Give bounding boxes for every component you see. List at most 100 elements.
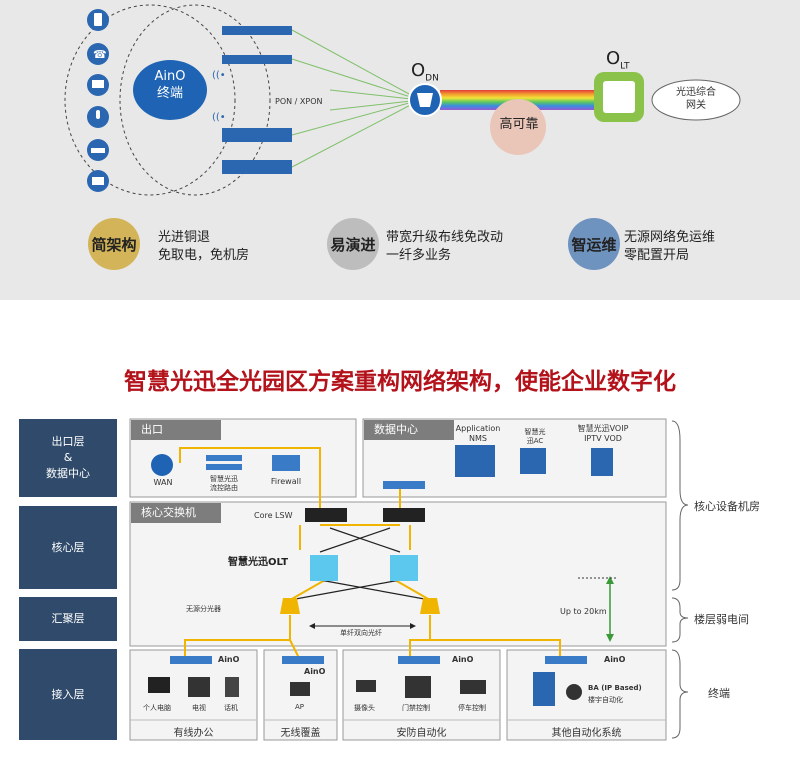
high-reliability-badge xyxy=(490,99,546,155)
gear-icon xyxy=(566,684,582,700)
brace-floor-room xyxy=(671,597,689,643)
feature-badge-evolve: 易演进 xyxy=(327,218,379,270)
aino-terminal-label: AinO 终端 xyxy=(133,68,207,102)
tv-icon xyxy=(188,677,210,697)
core-switch-left-icon xyxy=(305,508,347,522)
olt-device-left-icon xyxy=(310,555,338,581)
layer-exit-datacenter: 出口层 & 数据中心 xyxy=(19,419,117,497)
layer-exit-line3: 数据中心 xyxy=(46,467,90,480)
core-group-title: 核心交换机 xyxy=(131,503,221,523)
brace-terminal xyxy=(671,649,689,739)
telephone-icon xyxy=(87,43,109,65)
caption-security: 安防自动化 xyxy=(396,728,447,739)
olt-device-right-icon xyxy=(390,555,418,581)
voip-device-icon xyxy=(591,448,613,476)
core-switch-right-icon xyxy=(383,508,425,522)
voip-label-line1: 智慧光迅VOIP xyxy=(577,424,629,433)
svg-text:((•: ((• xyxy=(212,70,226,81)
voip-label: 智慧光迅VOIP IPTV VOD xyxy=(565,424,641,444)
yellow-fiber-lines xyxy=(179,447,561,661)
ap-label: AP xyxy=(295,703,305,711)
dashed-ellipse-right xyxy=(119,4,271,196)
access-control-label: 门禁控制 xyxy=(402,704,430,712)
router-label-line2: 流控路由 xyxy=(210,484,238,492)
ac-chip-icon xyxy=(520,448,546,474)
firewall-label: Firewall xyxy=(270,477,302,486)
pc-label: 个人电脑 xyxy=(143,704,171,712)
feature-simple-line2: 免取电，免机房 xyxy=(158,248,250,263)
access-control-icon xyxy=(405,676,431,698)
layer-access: 接入层 xyxy=(19,649,117,740)
ac-label-line1: 智慧光 xyxy=(524,428,546,436)
cloud-label-line2: 网关 xyxy=(686,100,706,111)
ac-label-line2: 迅AC xyxy=(526,437,544,445)
feature-badge-smart: 智运维 xyxy=(568,218,620,270)
aino-bar-wired xyxy=(170,656,212,664)
exit-group-title: 出口 xyxy=(131,420,221,440)
splitter-right-icon xyxy=(420,598,440,614)
feature-smart-line1: 无源网络免运维 xyxy=(624,230,716,245)
core-lsw-label: Core LSW xyxy=(254,511,293,520)
caption-wired: 有线办公 xyxy=(173,728,214,739)
parking-label: 停车控制 xyxy=(458,704,486,712)
top-diagram: ☎ ((• ((• xyxy=(64,4,741,196)
layer-exit-line2: & xyxy=(63,451,73,464)
desk-phone-icon xyxy=(225,677,239,697)
dc-switch-icon xyxy=(383,481,425,489)
dc-group-title: 数据中心 xyxy=(364,420,454,440)
green-fiber-lines xyxy=(291,29,421,168)
splitter-label: 无源分光器 xyxy=(186,605,221,613)
feature-evolve-line2: 一纤多业务 xyxy=(386,248,452,263)
router-label-line1: 智慧光迅 xyxy=(210,475,238,483)
feature-text-simple: 光进铜退 免取电，免机房 xyxy=(158,229,249,265)
firewall-icon xyxy=(272,455,300,471)
feature-badge-simple: 简架构 xyxy=(88,218,140,270)
aino-label-wired: AinO xyxy=(218,655,240,664)
cloud-icon xyxy=(651,79,741,121)
feature-evolve-line1: 带宽升级布线免改动 xyxy=(386,230,504,245)
olt-label: OLT xyxy=(606,48,629,72)
pon-label: PON / XPON xyxy=(275,97,323,106)
aino-bar-other xyxy=(545,656,587,664)
ac-label: 智慧光 迅AC xyxy=(515,428,555,446)
odn-main: O xyxy=(411,60,426,81)
core-cross-lines xyxy=(289,527,431,601)
aino-label-security: AinO xyxy=(452,655,474,664)
voip-label-line2: IPTV VOD xyxy=(584,434,622,443)
high-reliability-text: 高可靠 xyxy=(499,117,539,132)
building-icon xyxy=(533,672,555,706)
app-label-line1: Application xyxy=(455,424,501,433)
building-automation-label: 楼宇自动化 xyxy=(588,696,623,704)
app-label: Application NMS xyxy=(448,424,508,444)
svg-text:((•: ((• xyxy=(212,112,226,123)
app-server-icon xyxy=(455,445,495,477)
aino-label-wireless: AinO xyxy=(304,667,326,676)
aino-label-line2: 终端 xyxy=(156,86,183,101)
caption-other: 其他自动化系统 xyxy=(551,728,622,739)
odn-sub: DN xyxy=(425,73,439,84)
device-icon-column: ☎ xyxy=(87,9,109,192)
router-device-icon xyxy=(206,455,242,461)
right-label-floor-room: 楼层弱电间 xyxy=(694,613,749,626)
camera-icon xyxy=(356,680,376,692)
cloud-label-line1: 光迅综合 xyxy=(676,87,716,98)
splitter-left-icon xyxy=(280,598,300,614)
ap-icon xyxy=(290,682,310,696)
aino-bar-wireless xyxy=(282,656,324,664)
camera-label: 摄像头 xyxy=(354,704,375,712)
router-label: 智慧光迅 流控路由 xyxy=(200,475,248,493)
onu-devices: ((• ((• xyxy=(212,26,292,174)
feature-smart-line2: 零配置开局 xyxy=(624,248,690,263)
wan-globe-icon xyxy=(151,454,173,476)
layer-core-label: 核心层 xyxy=(51,540,85,554)
odn-label: ODN xyxy=(411,60,439,84)
right-label-core-room: 核心设备机房 xyxy=(694,500,760,513)
layer-aggregation: 汇聚层 xyxy=(19,597,117,641)
layer-aggregation-label: 汇聚层 xyxy=(51,612,85,625)
single-fiber-label: 单纤双向光纤 xyxy=(340,629,382,637)
olt-label-core: 智慧光迅OLT xyxy=(228,557,289,568)
olt-sub: LT xyxy=(620,61,630,72)
feature-simple-line1: 光进铜退 xyxy=(158,230,211,245)
ba-label: BA (IP Based) xyxy=(588,684,642,692)
dashed-ellipse-left xyxy=(64,4,236,196)
